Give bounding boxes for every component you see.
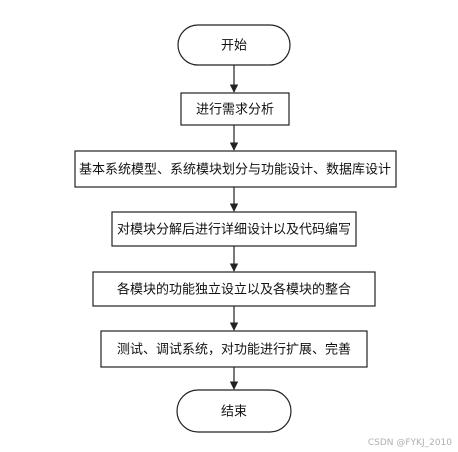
process-step-system-design: 基本系统模型、系统模块划分与功能设计、数据库设计 — [74, 150, 397, 188]
process-step-requirements: 进行需求分析 — [180, 92, 290, 126]
process-step-testing: 测试、调试系统，对功能进行扩展、完善 — [100, 330, 368, 368]
end-terminal: 结束 — [176, 389, 292, 433]
watermark: CSDN @FYKJ_2010 — [367, 438, 452, 448]
process-step-detailed-design: 对模块分解后进行详细设计以及代码编写 — [111, 211, 357, 247]
start-terminal: 开始 — [177, 24, 291, 66]
start-label: 开始 — [221, 39, 247, 54]
step-label: 基本系统模型、系统模块划分与功能设计、数据库设计 — [79, 162, 391, 178]
step-label: 进行需求分析 — [196, 103, 274, 118]
step-label: 测试、调试系统，对功能进行扩展、完善 — [117, 342, 351, 358]
step-label: 对模块分解后进行详细设计以及代码编写 — [117, 223, 351, 238]
process-step-integration: 各模块的功能独立设立以及各模块的整合 — [92, 271, 376, 307]
step-label: 各模块的功能独立设立以及各模块的整合 — [117, 282, 351, 298]
end-label: 结束 — [221, 405, 247, 420]
